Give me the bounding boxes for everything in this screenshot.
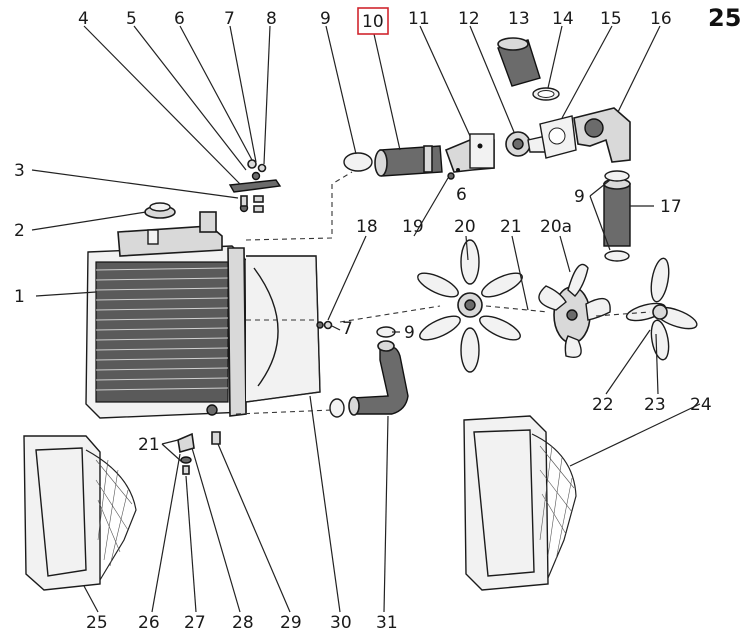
callout-31: 31 xyxy=(376,613,398,631)
callout-10: 10 xyxy=(362,12,384,32)
water-elbow xyxy=(573,107,631,163)
callout-labels: 1 2 3 4 5 6 7 8 9 10 11 12 13 14 15 16 1… xyxy=(14,9,712,631)
callout-5: 5 xyxy=(126,9,137,29)
sleeve xyxy=(497,37,541,87)
callout-21-secondary: 21 xyxy=(138,435,160,455)
callout-10-highlight xyxy=(357,7,389,35)
lower-hose xyxy=(329,340,409,418)
outlet-housing xyxy=(444,133,495,180)
assembly-lines xyxy=(235,171,651,415)
callout-6: 6 xyxy=(174,9,185,29)
bypass-hose xyxy=(603,170,631,262)
callout-16: 16 xyxy=(650,9,672,29)
callout-17: 17 xyxy=(660,197,682,217)
thermostat xyxy=(505,131,549,157)
callout-23: 23 xyxy=(644,395,666,415)
callout-3: 3 xyxy=(14,161,25,181)
callout-24: 24 xyxy=(690,395,712,415)
upper-hose xyxy=(374,145,443,177)
callout-18: 18 xyxy=(356,217,378,237)
mounting-bracket xyxy=(228,159,282,213)
seal-ring xyxy=(532,87,560,101)
fan-shroud-left xyxy=(23,435,137,591)
callout-11: 11 xyxy=(408,9,430,29)
gasket-plate xyxy=(539,115,577,159)
leader-lines xyxy=(31,25,701,613)
callout-15: 15 xyxy=(600,9,622,29)
hose-clamp xyxy=(343,152,373,172)
callout-20: 20 xyxy=(454,217,476,237)
callout-7: 7 xyxy=(224,9,235,29)
fan-cowl xyxy=(245,255,321,403)
radiator-cap xyxy=(144,202,176,219)
callout-9: 9 xyxy=(320,9,331,29)
callout-21: 21 xyxy=(500,217,522,237)
callout-25: 25 xyxy=(86,613,108,631)
callout-26: 26 xyxy=(138,613,160,631)
callout-1: 1 xyxy=(14,287,25,307)
callout-22: 22 xyxy=(592,395,614,415)
callout-7-secondary: 7 xyxy=(342,319,353,339)
callout-6-secondary: 6 xyxy=(456,185,467,205)
callout-19: 19 xyxy=(402,217,424,237)
callout-9-secondary: 9 xyxy=(404,323,415,343)
page-number: 25 xyxy=(708,4,741,32)
radiator-core-fins xyxy=(95,267,229,391)
callout-9-tertiary: 9 xyxy=(574,187,585,207)
callout-12: 12 xyxy=(458,9,480,29)
callout-28: 28 xyxy=(232,613,254,631)
drain-cock xyxy=(177,431,221,475)
callout-4: 4 xyxy=(78,9,89,29)
callout-8: 8 xyxy=(266,9,277,29)
fan-shroud-right xyxy=(463,415,577,591)
fan-curved-blade xyxy=(538,263,611,358)
callout-30: 30 xyxy=(330,613,352,631)
callout-2: 2 xyxy=(14,221,25,241)
fan-four-blade xyxy=(625,257,698,361)
callout-29: 29 xyxy=(280,613,302,631)
callout-14: 14 xyxy=(552,9,574,29)
radiator xyxy=(85,211,247,419)
callout-20a: 20a xyxy=(540,217,572,237)
callout-13: 13 xyxy=(508,9,530,29)
fitting-pair xyxy=(316,320,333,330)
callout-27: 27 xyxy=(184,613,206,631)
fan-six-blade xyxy=(417,239,523,373)
